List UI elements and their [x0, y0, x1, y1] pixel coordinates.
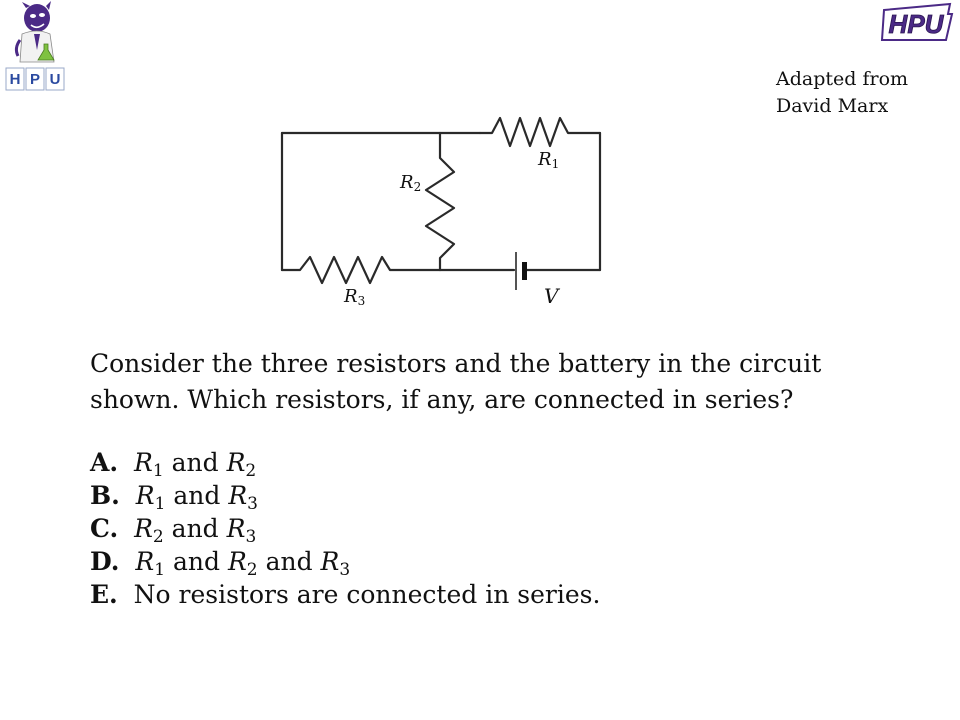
resistor-subscript: 1 [154, 560, 166, 580]
option-text: and [257, 547, 321, 576]
resistor-symbol: R [228, 481, 248, 510]
resistor-r2 [424, 131, 456, 272]
resistor-r1 [478, 116, 602, 148]
resistor-subscript: 3 [247, 494, 258, 514]
resistor-subscript: 3 [245, 527, 257, 547]
resistor-symbol: R [135, 547, 155, 576]
resistor-symbol: R [134, 514, 153, 543]
option-text: and [163, 514, 227, 543]
resistor-subscript: 3 [339, 560, 351, 580]
option-letter: E. [90, 580, 118, 609]
resistor-subscript: 2 [152, 527, 164, 547]
resistor-symbol: R [320, 547, 340, 576]
option-text: and [165, 547, 228, 576]
hpu-logo: HPU [880, 2, 954, 41]
option-letter: B. [90, 481, 120, 510]
option-letter: D. [90, 547, 120, 576]
credit-line-2: David Marx [776, 95, 889, 117]
answer-option[interactable]: A. R1 and R2 [90, 446, 600, 481]
hpu-mascot-logo: H P U [5, 1, 65, 91]
option-letter: C. [90, 514, 119, 543]
answer-option[interactable]: C. R2 and R3 [90, 512, 600, 547]
label-r1: R1 [537, 149, 559, 171]
resistor-symbol: R [226, 514, 246, 543]
answer-option[interactable]: B. R1 and R3 [90, 479, 600, 514]
option-text: and [163, 448, 227, 477]
mascot-letter-h: H [10, 71, 21, 88]
circuit-diagram: R1 R2 R3 V [280, 116, 602, 308]
answer-option[interactable]: D. R1 and R2 and R3 [90, 545, 600, 580]
mascot-letter-p: P [30, 71, 40, 88]
resistor-subscript: 1 [152, 461, 164, 481]
question-line-1: Consider the three resistors and the bat… [90, 349, 822, 378]
attribution-credit: Adapted from David Marx [776, 66, 908, 120]
battery-short-plate [522, 262, 527, 280]
hpu-logo-text: HPU [889, 9, 945, 39]
answer-option[interactable]: E. No resistors are connected in series. [90, 578, 600, 611]
resistor-symbol: R [135, 481, 155, 510]
label-r2: R2 [399, 172, 421, 194]
option-letter: A. [90, 448, 119, 477]
question-text: Consider the three resistors and the bat… [90, 346, 930, 418]
resistor-symbol: R [134, 448, 153, 477]
option-text: and [165, 481, 229, 510]
resistor-subscript: 2 [245, 461, 257, 481]
mascot-letter-u: U [50, 71, 61, 88]
resistor-r3 [280, 255, 442, 285]
label-r3: R3 [343, 286, 365, 308]
option-text: No resistors are connected in series. [133, 580, 601, 609]
resistor-symbol: R [226, 448, 246, 477]
resistor-subscript: 2 [246, 560, 258, 580]
credit-line-1: Adapted from [776, 68, 909, 90]
resistor-symbol: R [227, 547, 247, 576]
label-battery-v: V [544, 284, 561, 308]
question-line-2: shown. Which resistors, if any, are conn… [90, 385, 794, 414]
resistor-subscript: 1 [154, 494, 166, 514]
